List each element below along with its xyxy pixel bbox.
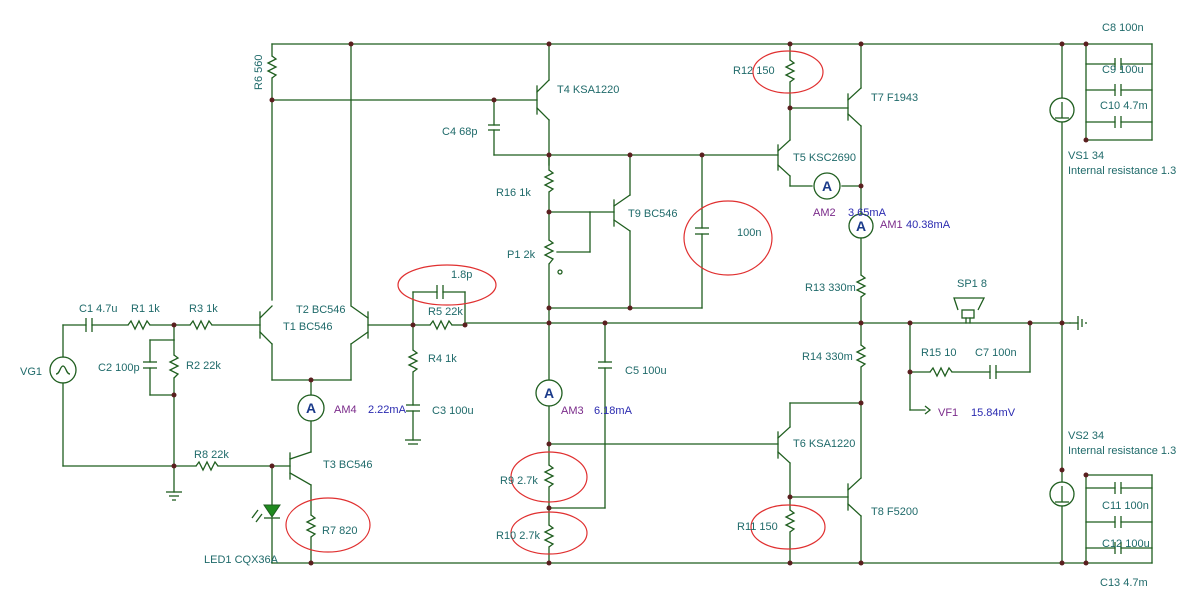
label-r4: R4 1k	[428, 353, 457, 365]
label-vs2-resistance: Internal resistance 1.3	[1068, 445, 1176, 457]
am3-glyph: A	[544, 385, 554, 401]
label-sp1: SP1 8	[957, 278, 987, 290]
highlight-r7	[285, 497, 371, 553]
label-r1: R1 1k	[131, 303, 160, 315]
resistor-r10	[543, 524, 555, 548]
label-r5: R5 22k	[428, 306, 463, 318]
led-led1	[263, 504, 281, 518]
label-am4: AM4	[334, 404, 357, 416]
ammeter-am2	[813, 172, 841, 200]
signal-generator-vg1	[49, 356, 77, 384]
label-c9: C9 100u	[1102, 64, 1144, 76]
label-t2: T2 BC546	[296, 304, 346, 316]
label-c13: C13 4.7m	[1100, 577, 1148, 589]
resistor-r6	[266, 55, 278, 79]
label-vs1: VS1 34	[1068, 150, 1104, 162]
resistor-r7	[305, 514, 317, 538]
potentiometer-p1	[543, 239, 555, 265]
label-c8: C8 100n	[1102, 22, 1144, 34]
highlight-r12	[752, 50, 824, 94]
label-r3: R3 1k	[189, 303, 218, 315]
resistor-r8	[195, 460, 219, 472]
label-r8: R8 22k	[194, 449, 229, 461]
highlight-r9	[510, 451, 588, 503]
label-vg1: VG1	[20, 366, 42, 378]
label-c12: C12 100u	[1102, 538, 1150, 550]
resistor-r2	[168, 354, 180, 379]
junction-dots	[171, 41, 1089, 566]
label-t8: T8 F5200	[871, 506, 918, 518]
label-r7: R7 820	[322, 525, 357, 537]
label-c11: C11 100n	[1102, 500, 1149, 512]
am1-glyph: A	[856, 218, 866, 234]
value-am4: 2.22mA	[368, 404, 407, 416]
resistor-r1	[127, 319, 151, 331]
am4-glyph: A	[306, 400, 316, 416]
label-r15: R15 10	[921, 347, 956, 359]
label-t7: T7 F1943	[871, 92, 918, 104]
label-t6: T6 KSA1220	[793, 438, 855, 450]
highlight-r11	[750, 504, 826, 550]
am2-glyph: A	[822, 178, 832, 194]
resistor-r11	[784, 509, 796, 533]
label-t5: T5 KSC2690	[793, 152, 856, 164]
resistor-r3	[189, 319, 213, 331]
label-t9: T9 BC546	[628, 208, 678, 220]
label-t4: T4 KSA1220	[557, 84, 619, 96]
resistor-r15	[929, 366, 953, 378]
label-vs1-resistance: Internal resistance 1.3	[1068, 165, 1176, 177]
label-am2: AM2	[813, 207, 836, 219]
label-c5: C5 100u	[625, 365, 667, 377]
label-p1: P1 2k	[507, 249, 536, 261]
resistor-r14	[855, 344, 867, 368]
label-r11: R11 150	[737, 521, 778, 533]
label-r16: R16 1k	[496, 187, 531, 199]
highlight-r10	[510, 511, 588, 555]
highlight-feedback	[397, 264, 497, 306]
resistor-r12	[784, 59, 796, 83]
label-vf1: VF1	[938, 407, 958, 419]
label-r12: R12 150	[733, 65, 775, 77]
value-am3: 6.18mA	[594, 405, 633, 417]
label-c1: C1 4.7u	[79, 303, 118, 315]
label-r13: R13 330m	[805, 282, 856, 294]
label-c10: C10 4.7m	[1100, 100, 1148, 112]
label-vs2: VS2 34	[1068, 430, 1104, 442]
resistor-r4	[407, 349, 419, 373]
resistor-r16	[543, 169, 555, 193]
highlight-100n	[683, 200, 773, 276]
label-r14: R14 330m	[802, 351, 853, 363]
label-t3: T3 BC546	[323, 459, 373, 471]
resistor-r5	[429, 319, 453, 331]
label-c4: C4 68p	[442, 126, 477, 138]
label-c3: C3 100u	[432, 405, 474, 417]
label-c7: C7 100n	[975, 347, 1017, 359]
label-100n: 100n	[737, 227, 761, 239]
label-t1: T1 BC546	[283, 321, 333, 333]
label-r6: R6 560	[253, 55, 265, 90]
label-c2: C2 100p	[98, 362, 140, 374]
resistor-r9	[543, 464, 555, 488]
label-1p8: 1.8p	[451, 269, 472, 281]
label-r9: R9 2.7k	[500, 475, 538, 487]
speaker-sp1	[961, 309, 975, 319]
label-r2: R2 22k	[186, 360, 221, 372]
resistor-r13	[855, 274, 867, 298]
value-am1: 40.38mA	[906, 219, 951, 231]
label-am1: AM1	[880, 219, 903, 231]
label-led1: LED1 CQX36A	[204, 554, 279, 566]
value-am2: 3.65mA	[848, 207, 887, 219]
label-am3: AM3	[561, 405, 584, 417]
label-r10: R10 2.7k	[496, 530, 541, 542]
value-vf1: 15.84mV	[971, 407, 1016, 419]
